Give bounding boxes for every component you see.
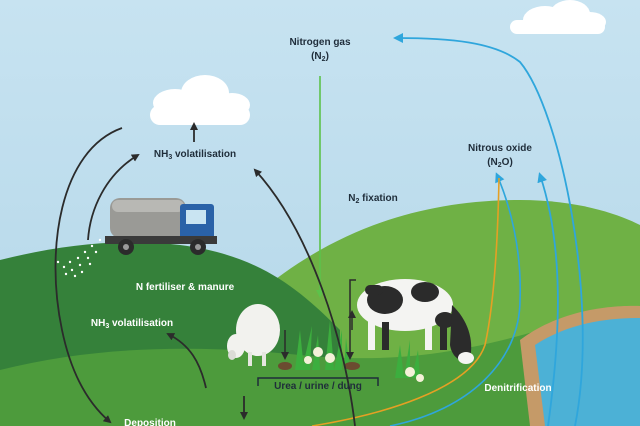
deposition-arc bbox=[54, 127, 123, 424]
fertiliser-to-nh3-arc bbox=[87, 153, 140, 241]
cow bbox=[357, 279, 474, 364]
nh3-volatilisation-mid-label: NH3 volatilisation bbox=[90, 318, 174, 330]
deposition-label: Deposition bbox=[124, 418, 176, 426]
urea-urine-dung-label: Urea / urine / dung bbox=[274, 381, 362, 392]
denitrification-arrow-outer bbox=[393, 33, 584, 426]
cloud-top-right bbox=[510, 0, 606, 34]
clover-flowers bbox=[304, 347, 424, 382]
dung-piles bbox=[278, 362, 360, 370]
cloud-center bbox=[150, 75, 250, 125]
denitrification-arrow-soil bbox=[389, 172, 522, 426]
volatilisation-arc-right bbox=[253, 168, 356, 426]
denitrification-arrow-inner bbox=[537, 172, 559, 426]
nitrous-oxide-title: Nitrous oxide bbox=[468, 143, 532, 154]
n-fertiliser-label: N fertiliser & manure bbox=[135, 282, 235, 293]
n2-fixation-label: N2 fixation bbox=[348, 193, 398, 205]
denitrification-label: Denitrification bbox=[484, 383, 552, 394]
nitrogen-gas-formula: (N2) bbox=[311, 51, 329, 63]
nitrous-oxide-label: Nitrous oxide (N2O) bbox=[450, 142, 550, 170]
nh3-mid-arrow bbox=[166, 333, 207, 389]
cow-down-arrow bbox=[346, 279, 356, 360]
nitrous-oxide-formula: (N2O) bbox=[487, 157, 513, 169]
water bbox=[535, 318, 640, 426]
nitrogen-gas-title: Nitrogen gas bbox=[289, 37, 351, 48]
nitrous-oxide-pathway bbox=[311, 177, 500, 426]
nitrogen-gas-label: Nitrogen gas (N2) bbox=[270, 36, 370, 64]
nh3-volatilisation-top-label: NH3 volatilisation bbox=[153, 149, 237, 161]
fertiliser-truck bbox=[56, 198, 217, 278]
sheep bbox=[227, 304, 280, 366]
urea-bracket bbox=[257, 377, 379, 386]
ground bbox=[0, 320, 640, 426]
